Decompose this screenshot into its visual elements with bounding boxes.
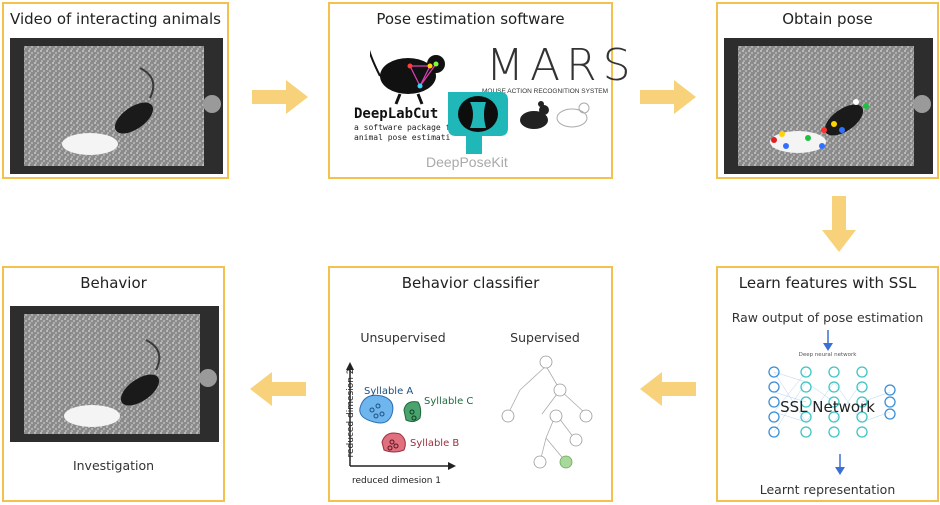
unsupervised-clusters-plot [346,362,456,470]
network-header: Deep neural network [798,352,857,358]
mars-mice-icon [520,101,590,129]
arrow-left-icon [640,372,696,406]
ssl-network-diagram [768,366,896,438]
deepposekit-name: DeepPoseKit [426,154,508,170]
video-frame-image [10,38,223,174]
ssl-top-caption: Raw output of pose estimation [731,310,924,325]
panel-pose-software: Pose estimation software DeepLabCut a so… [328,2,631,179]
pose-frame-image [724,38,933,174]
syllable-c-label: Syllable C [424,396,474,407]
behavior-frame-image [10,306,219,442]
panel-title: Learn features with SSL [738,274,917,292]
ssl-network-label: SSL Network [780,398,875,416]
panel-ssl: Learn features with SSL Raw output of po… [716,266,939,502]
down-arrow-icon [835,454,845,475]
mars-subtitle: MOUSE ACTION RECOGNITION SYSTEM [482,88,609,95]
panel-obtain-pose: Obtain pose [716,2,939,179]
arrow-right-icon [640,80,696,114]
unsupervised-label: Unsupervised [360,330,446,345]
panel-classifier: Behavior classifier Unsupervised Supervi… [328,266,613,502]
x-axis-label: reduced dimesion 1 [352,476,442,486]
supervised-label: Supervised [510,330,580,345]
syllable-a-label: Syllable A [364,386,414,397]
ssl-bottom-caption: Learnt representation [759,482,896,497]
panel-video: Video of interacting animals [2,2,229,179]
arrow-left-icon [250,372,306,406]
syllable-b-label: Syllable B [410,438,460,449]
supervised-decision-tree [501,355,593,469]
mars-name: MARS [486,40,637,91]
deeplabcut-tagline-2: animal pose estimati [354,133,451,142]
arrow-right-icon [252,80,308,114]
deeplabcut-name: DeepLabCut [354,106,439,122]
panel-title: Obtain pose [782,10,873,28]
deeplabcut-tagline-1: a software package f [354,123,451,132]
panel-title: Behavior classifier [401,274,540,292]
behavior-caption: Investigation [72,458,155,473]
y-axis-label: reduced dimesion 2 [346,368,356,458]
deepposekit-logo-icon [448,92,508,154]
down-arrow-icon [823,330,833,351]
panel-title: Behavior [80,274,147,292]
panel-behavior: Behavior Investigation [2,266,225,502]
panel-title: Pose estimation software [376,10,565,28]
deeplabcut-mouse-icon [370,49,445,105]
arrow-down-icon [822,196,856,252]
panel-title: Video of interacting animals [10,10,221,28]
